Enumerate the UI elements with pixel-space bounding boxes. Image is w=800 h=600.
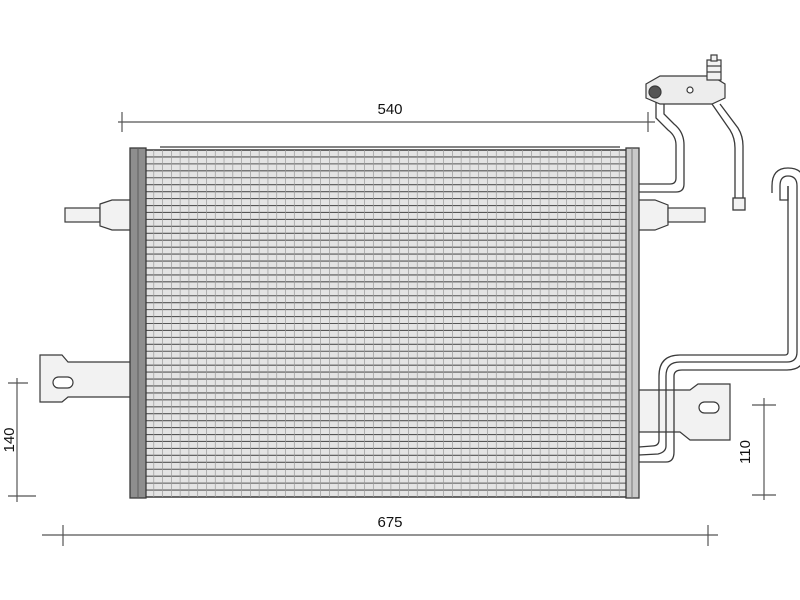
- side-pipe: [711, 103, 746, 211]
- left-lower-bracket: [39, 354, 135, 403]
- radiator-core: [144, 146, 629, 498]
- dimension-110: 110: [737, 398, 776, 500]
- dimension-140: 140: [1, 378, 36, 502]
- left-mounting-pin: [64, 199, 133, 231]
- dimension-675: 675: [42, 514, 718, 546]
- upper-pipe: [639, 100, 685, 193]
- core-fins: [153, 150, 620, 497]
- right-lower-bracket: [627, 383, 731, 441]
- left-tank: [129, 147, 147, 499]
- core-tubes: [145, 156, 628, 491]
- right-tank: [625, 147, 640, 499]
- dimension-675-label: 675: [377, 514, 402, 531]
- top-fitting: [645, 54, 726, 105]
- dimension-140-label: 140: [1, 427, 18, 452]
- dimension-110-label: 110: [737, 440, 754, 464]
- dimension-540: 540: [118, 101, 655, 132]
- right-long-pipe: [638, 167, 800, 463]
- dimension-540-label: 540: [377, 101, 402, 118]
